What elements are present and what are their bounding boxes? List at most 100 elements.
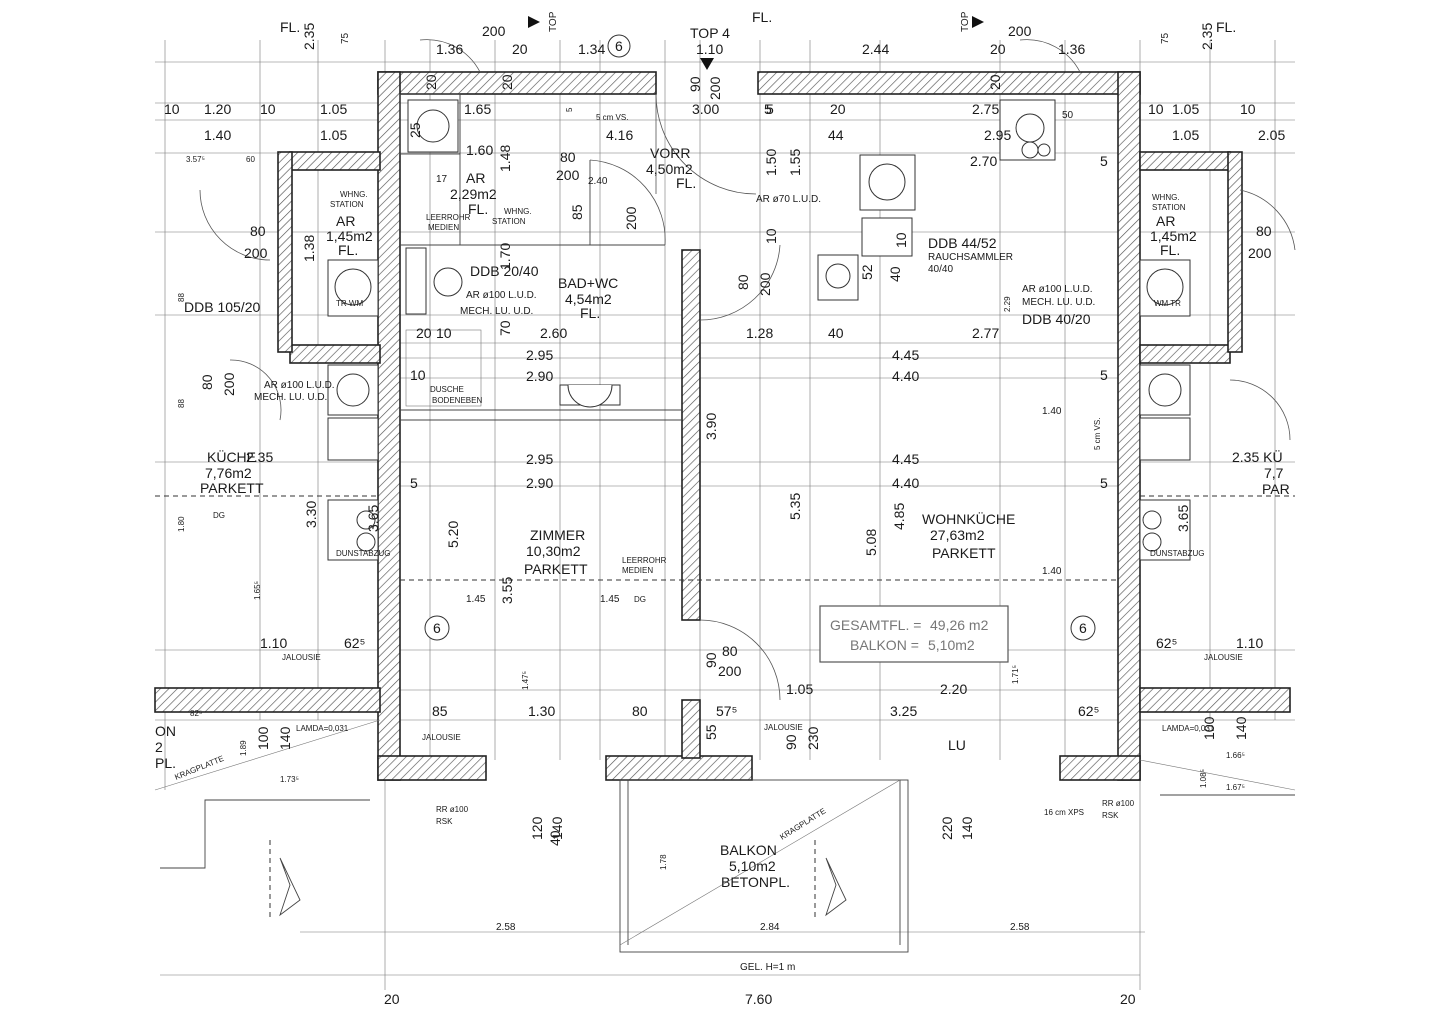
dg-label-2: DG <box>634 595 646 604</box>
whng-3: WHNG. <box>1152 193 1180 202</box>
dim-value: 4.40 <box>892 368 919 384</box>
axis-circles <box>424 34 1096 641</box>
dim-value: 1.05 <box>320 101 347 117</box>
dim-value: 1.36 <box>1058 41 1085 57</box>
annotations: TOP 4 TOP TOP FL. FL. FL. DDB 105/20 DDB… <box>155 9 1290 973</box>
dim-value: 3.90 <box>703 413 719 440</box>
dim-value: 85 <box>569 204 585 220</box>
dim-value: 20 <box>830 101 846 117</box>
summary-gesamt-value: 49,26 m2 <box>930 617 989 633</box>
jalousie-2: JALOUSIE <box>422 733 461 742</box>
dim-value: 200 <box>1248 245 1272 261</box>
dim-value: 80 <box>250 223 266 239</box>
dim-value: 1.55 <box>787 149 803 176</box>
dim-value: 20 <box>990 41 1006 57</box>
room-bad-name: BAD+WC <box>558 275 618 291</box>
fixtures <box>327 99 1191 561</box>
dim-value: 200 <box>707 76 723 100</box>
dim-value: 7.60 <box>745 991 772 1007</box>
circle-number: 6 <box>433 620 441 636</box>
lamda-1: LAMDA=0,031 <box>296 724 349 733</box>
dim-value: 140 <box>1233 716 1249 740</box>
section-markers <box>269 16 984 920</box>
ar-lud-3: AR ø100 L.U.D. <box>1022 284 1093 295</box>
room-labels: VORR 4,50m2 FL. AR 2,29m2 FL. BAD+WC 4,5… <box>200 145 1197 890</box>
lamda-2: LAMDA=0,031 <box>1162 724 1215 733</box>
dim-value: 62⁵ <box>344 635 365 651</box>
dim-value: 10 <box>260 101 276 117</box>
tr-wm-left: TR WM <box>336 299 363 308</box>
dim-value: 1.05 <box>320 127 347 143</box>
room-balkon-area: 5,10m2 <box>729 858 776 874</box>
mech-lu-2: MECH. LU. U.D. <box>460 306 533 317</box>
dim-value: 120 <box>529 816 545 840</box>
dim-value: 4.16 <box>606 127 633 143</box>
room-bad-floor: FL. <box>580 305 600 321</box>
dim-value: 4.45 <box>892 347 919 363</box>
dim-value: 62⁵ <box>1156 635 1177 651</box>
dim-value: 62⁵ <box>1078 703 1099 719</box>
balkon-left-partial-3: PL. <box>155 755 176 771</box>
dim-value: 2.20 <box>940 681 967 697</box>
dunstabzug-1: DUNSTABZUG <box>336 549 391 558</box>
dim-value: 2.75 <box>972 101 999 117</box>
dim-value: 70 <box>497 320 513 336</box>
room-ar-left-name: AR <box>336 213 355 229</box>
dim-value: 200 <box>556 167 580 183</box>
room-balkon-name: BALKON <box>720 842 777 858</box>
room-ar-floor: FL. <box>468 201 488 217</box>
area-summary: GESAMTFL. = 49,26 m2 BALKON = 5,10m2 <box>830 617 989 653</box>
ar-lud-2: AR ø100 L.U.D. <box>466 290 537 301</box>
circle-number: 6 <box>615 38 623 54</box>
kragplatte-1: KRAGPLATTE <box>173 754 225 782</box>
dim-value: 220 <box>939 816 955 840</box>
dim-value: 2.77 <box>972 325 999 341</box>
dim-value: 20 <box>987 74 1003 90</box>
room-bad-area: 4,54m2 <box>565 291 612 307</box>
dim-value: 1.05 <box>786 681 813 697</box>
dim-value: 5.35 <box>787 493 803 520</box>
dim-value: 230 <box>805 726 821 750</box>
kueche-right-partial: 2.35 KÜ <box>1232 448 1283 465</box>
dim-value: 10 <box>164 101 180 117</box>
room-ar-left-area: 1,45m2 <box>326 228 373 244</box>
room-balkon-floor: BETONPL. <box>721 874 790 890</box>
summary-balkon-value: 5,10m2 <box>928 637 975 653</box>
dim-value: 1.67⁵ <box>1226 783 1245 792</box>
room-zimmer-floor: PARKETT <box>524 561 588 577</box>
dim-value: 1.20 <box>204 101 231 117</box>
dim-value: 200 <box>757 272 773 296</box>
vs-label-1: 5 cm VS. <box>596 113 628 122</box>
dim-value: 10 <box>893 232 909 248</box>
ddb-left: DDB 105/20 <box>184 299 260 315</box>
dim-value: 3.30 <box>303 501 319 528</box>
dim-value: 4.40 <box>892 475 919 491</box>
dim-value: 1.40 <box>1042 406 1062 417</box>
station-3: STATION <box>1152 203 1186 212</box>
dim-value: 90 <box>703 652 719 668</box>
dim-value: 2.84 <box>760 922 780 933</box>
dim-value: 80 <box>632 703 648 719</box>
dim-value: 3.25 <box>890 703 917 719</box>
dim-value: 200 <box>244 245 268 261</box>
dim-value: 75 <box>1160 32 1171 44</box>
room-ar-right-floor: FL. <box>1160 242 1180 258</box>
dim-value: 1.78 <box>659 854 668 870</box>
dim-value: 80 <box>722 643 738 659</box>
dim-value: 20 <box>1120 991 1136 1007</box>
ddb-right: DDB 40/20 <box>1022 311 1091 327</box>
room-ar-right-area: 1,45m2 <box>1150 228 1197 244</box>
dim-value: 2.58 <box>496 922 516 933</box>
dim-value: 1.10 <box>1236 635 1263 651</box>
dim-value: 40 <box>887 266 903 282</box>
jalousie-4: JALOUSIE <box>1204 653 1243 662</box>
dim-value: 3.57⁵ <box>186 155 205 164</box>
dim-value: 1.34 <box>578 41 605 57</box>
dim-value: 82⁵ <box>190 709 202 718</box>
dim-value: 75 <box>340 32 351 44</box>
dim-value: 55 <box>703 724 719 740</box>
room-vorr-floor: FL. <box>676 175 696 191</box>
dim-value: 80 <box>560 149 576 165</box>
area-summary-box <box>819 605 1009 663</box>
dim-value: 2.95 <box>984 127 1011 143</box>
